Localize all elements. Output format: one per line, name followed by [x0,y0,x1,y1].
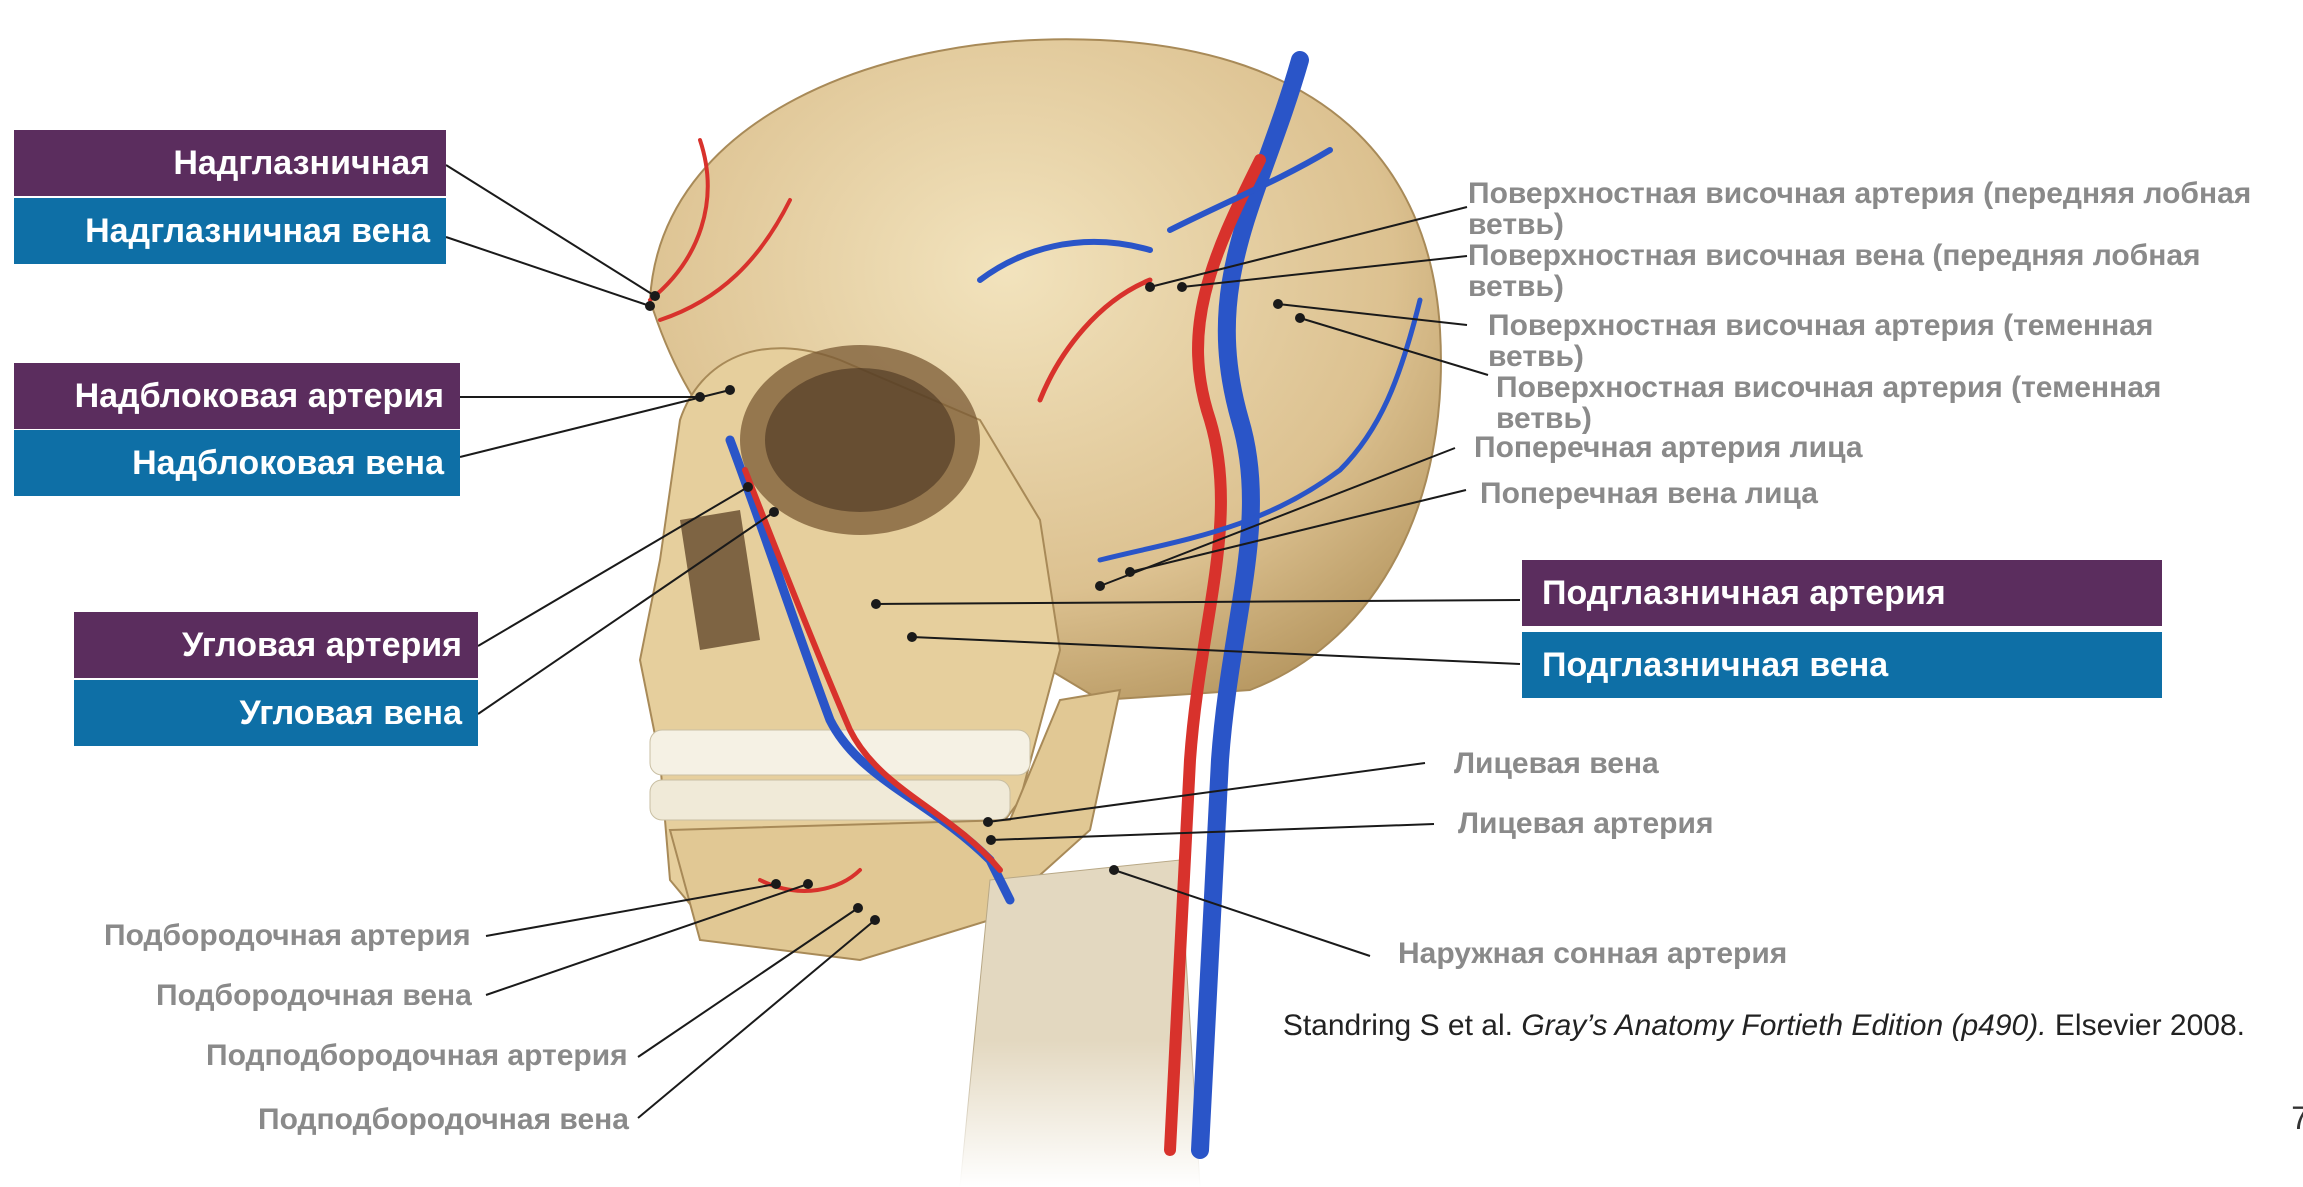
label-transverse-facial-vein: Поперечная вена лица [1480,478,1818,509]
reference-title: Gray’s Anatomy Fortieth Edition (p490). [1521,1009,2046,1042]
label-infraorbital-artery: Подглазничная артерия [1522,560,2162,626]
label-sta-parietal-artery-2: Поверхностная височная артерия (теменная… [1496,372,2226,434]
label-stv-frontal-vein: Поверхностная височная вена (передняя ло… [1468,240,2258,302]
reference-citation: Standring S et al. Gray’s Anatomy Fortie… [1283,1003,2245,1049]
label-angular-artery: Угловая артерия [74,612,478,678]
label-sta-frontal-artery: Поверхностная височная артерия (передняя… [1468,178,2303,240]
label-supratrochlear-artery: Надблоковая артерия [14,363,460,429]
label-mental-artery: Подбородочная артерия [104,920,471,951]
label-external-carotid-artery: Наружная сонная артерия [1398,938,1787,969]
label-mental-vein: Подбородочная вена [156,980,472,1011]
label-angular-vein: Угловая вена [74,680,478,746]
reference-author: Standring S et al. [1283,1009,1513,1042]
label-supratrochlear-vein: Надблоковая вена [14,430,460,496]
page-number: 7 [2291,1100,2303,1137]
label-transverse-facial-artery: Поперечная артерия лица [1474,432,1863,463]
label-supraorbital-artery: Надглазничная [14,130,446,196]
label-facial-artery: Лицевая артерия [1458,808,1713,839]
label-sta-parietal-artery-1: Поверхностная височная артерия (теменная… [1488,310,2208,372]
label-submental-vein: Подподбородочная вена [258,1104,629,1135]
label-supraorbital-vein: Надглазничная вена [14,198,446,264]
label-infraorbital-vein: Подглазничная вена [1522,632,2162,698]
label-facial-vein: Лицевая вена [1454,748,1659,779]
reference-publisher: Elsevier 2008. [2055,1009,2245,1042]
label-submental-artery: Подподбородочная артерия [206,1040,628,1071]
